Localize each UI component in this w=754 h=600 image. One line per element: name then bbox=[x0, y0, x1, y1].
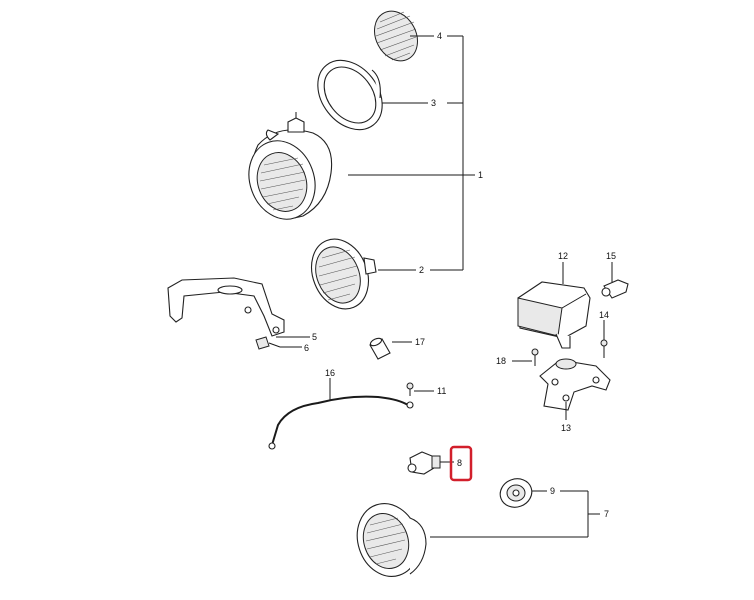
bulb-part-15[interactable] bbox=[601, 279, 629, 299]
mounting-bracket-part-13[interactable] bbox=[539, 358, 611, 411]
callout-8-highlight bbox=[449, 445, 473, 482]
bolt-part-14[interactable] bbox=[600, 339, 608, 358]
socket-part-9[interactable] bbox=[496, 474, 536, 511]
callout-5[interactable]: 5 bbox=[312, 332, 317, 342]
bolt-part-6[interactable] bbox=[255, 336, 281, 350]
callout-labels: 4 3 1 2 5 6 17 16 11 8 9 7 12 15 14 18 1… bbox=[304, 31, 616, 519]
screw-part-11[interactable] bbox=[406, 382, 414, 396]
lens-part-4[interactable] bbox=[366, 4, 426, 69]
leader-lines bbox=[276, 35, 613, 538]
lamp-assembly-part-7[interactable] bbox=[348, 496, 428, 585]
callout-15[interactable]: 15 bbox=[606, 251, 616, 261]
headlamp-housing-part-1[interactable] bbox=[238, 112, 333, 229]
callout-11[interactable]: 11 bbox=[437, 386, 446, 396]
callout-14[interactable]: 14 bbox=[599, 310, 609, 320]
callout-9[interactable]: 9 bbox=[550, 486, 555, 496]
bulb-part-8[interactable] bbox=[407, 451, 441, 475]
callout-2[interactable]: 2 bbox=[419, 265, 424, 275]
callout-13[interactable]: 13 bbox=[561, 423, 571, 433]
callout-4[interactable]: 4 bbox=[437, 31, 442, 41]
bolt-part-18[interactable] bbox=[531, 348, 539, 366]
callout-12[interactable]: 12 bbox=[558, 251, 568, 261]
callout-17[interactable]: 17 bbox=[415, 337, 425, 347]
work-lamp-part-12[interactable] bbox=[517, 281, 591, 349]
callout-6[interactable]: 6 bbox=[304, 343, 309, 353]
callout-18[interactable]: 18 bbox=[496, 356, 506, 366]
sealed-beam-part-2[interactable] bbox=[301, 231, 378, 318]
callout-8[interactable]: 8 bbox=[457, 458, 462, 468]
callout-3[interactable]: 3 bbox=[431, 98, 436, 108]
bracket-part-5[interactable] bbox=[167, 277, 285, 337]
callout-7[interactable]: 7 bbox=[604, 509, 609, 519]
wire-harness-part-16[interactable] bbox=[268, 395, 414, 450]
rim-part-3[interactable] bbox=[305, 48, 396, 142]
grommet-part-17[interactable] bbox=[369, 337, 391, 360]
callout-16[interactable]: 16 bbox=[325, 368, 335, 378]
callout-1[interactable]: 1 bbox=[478, 170, 483, 180]
